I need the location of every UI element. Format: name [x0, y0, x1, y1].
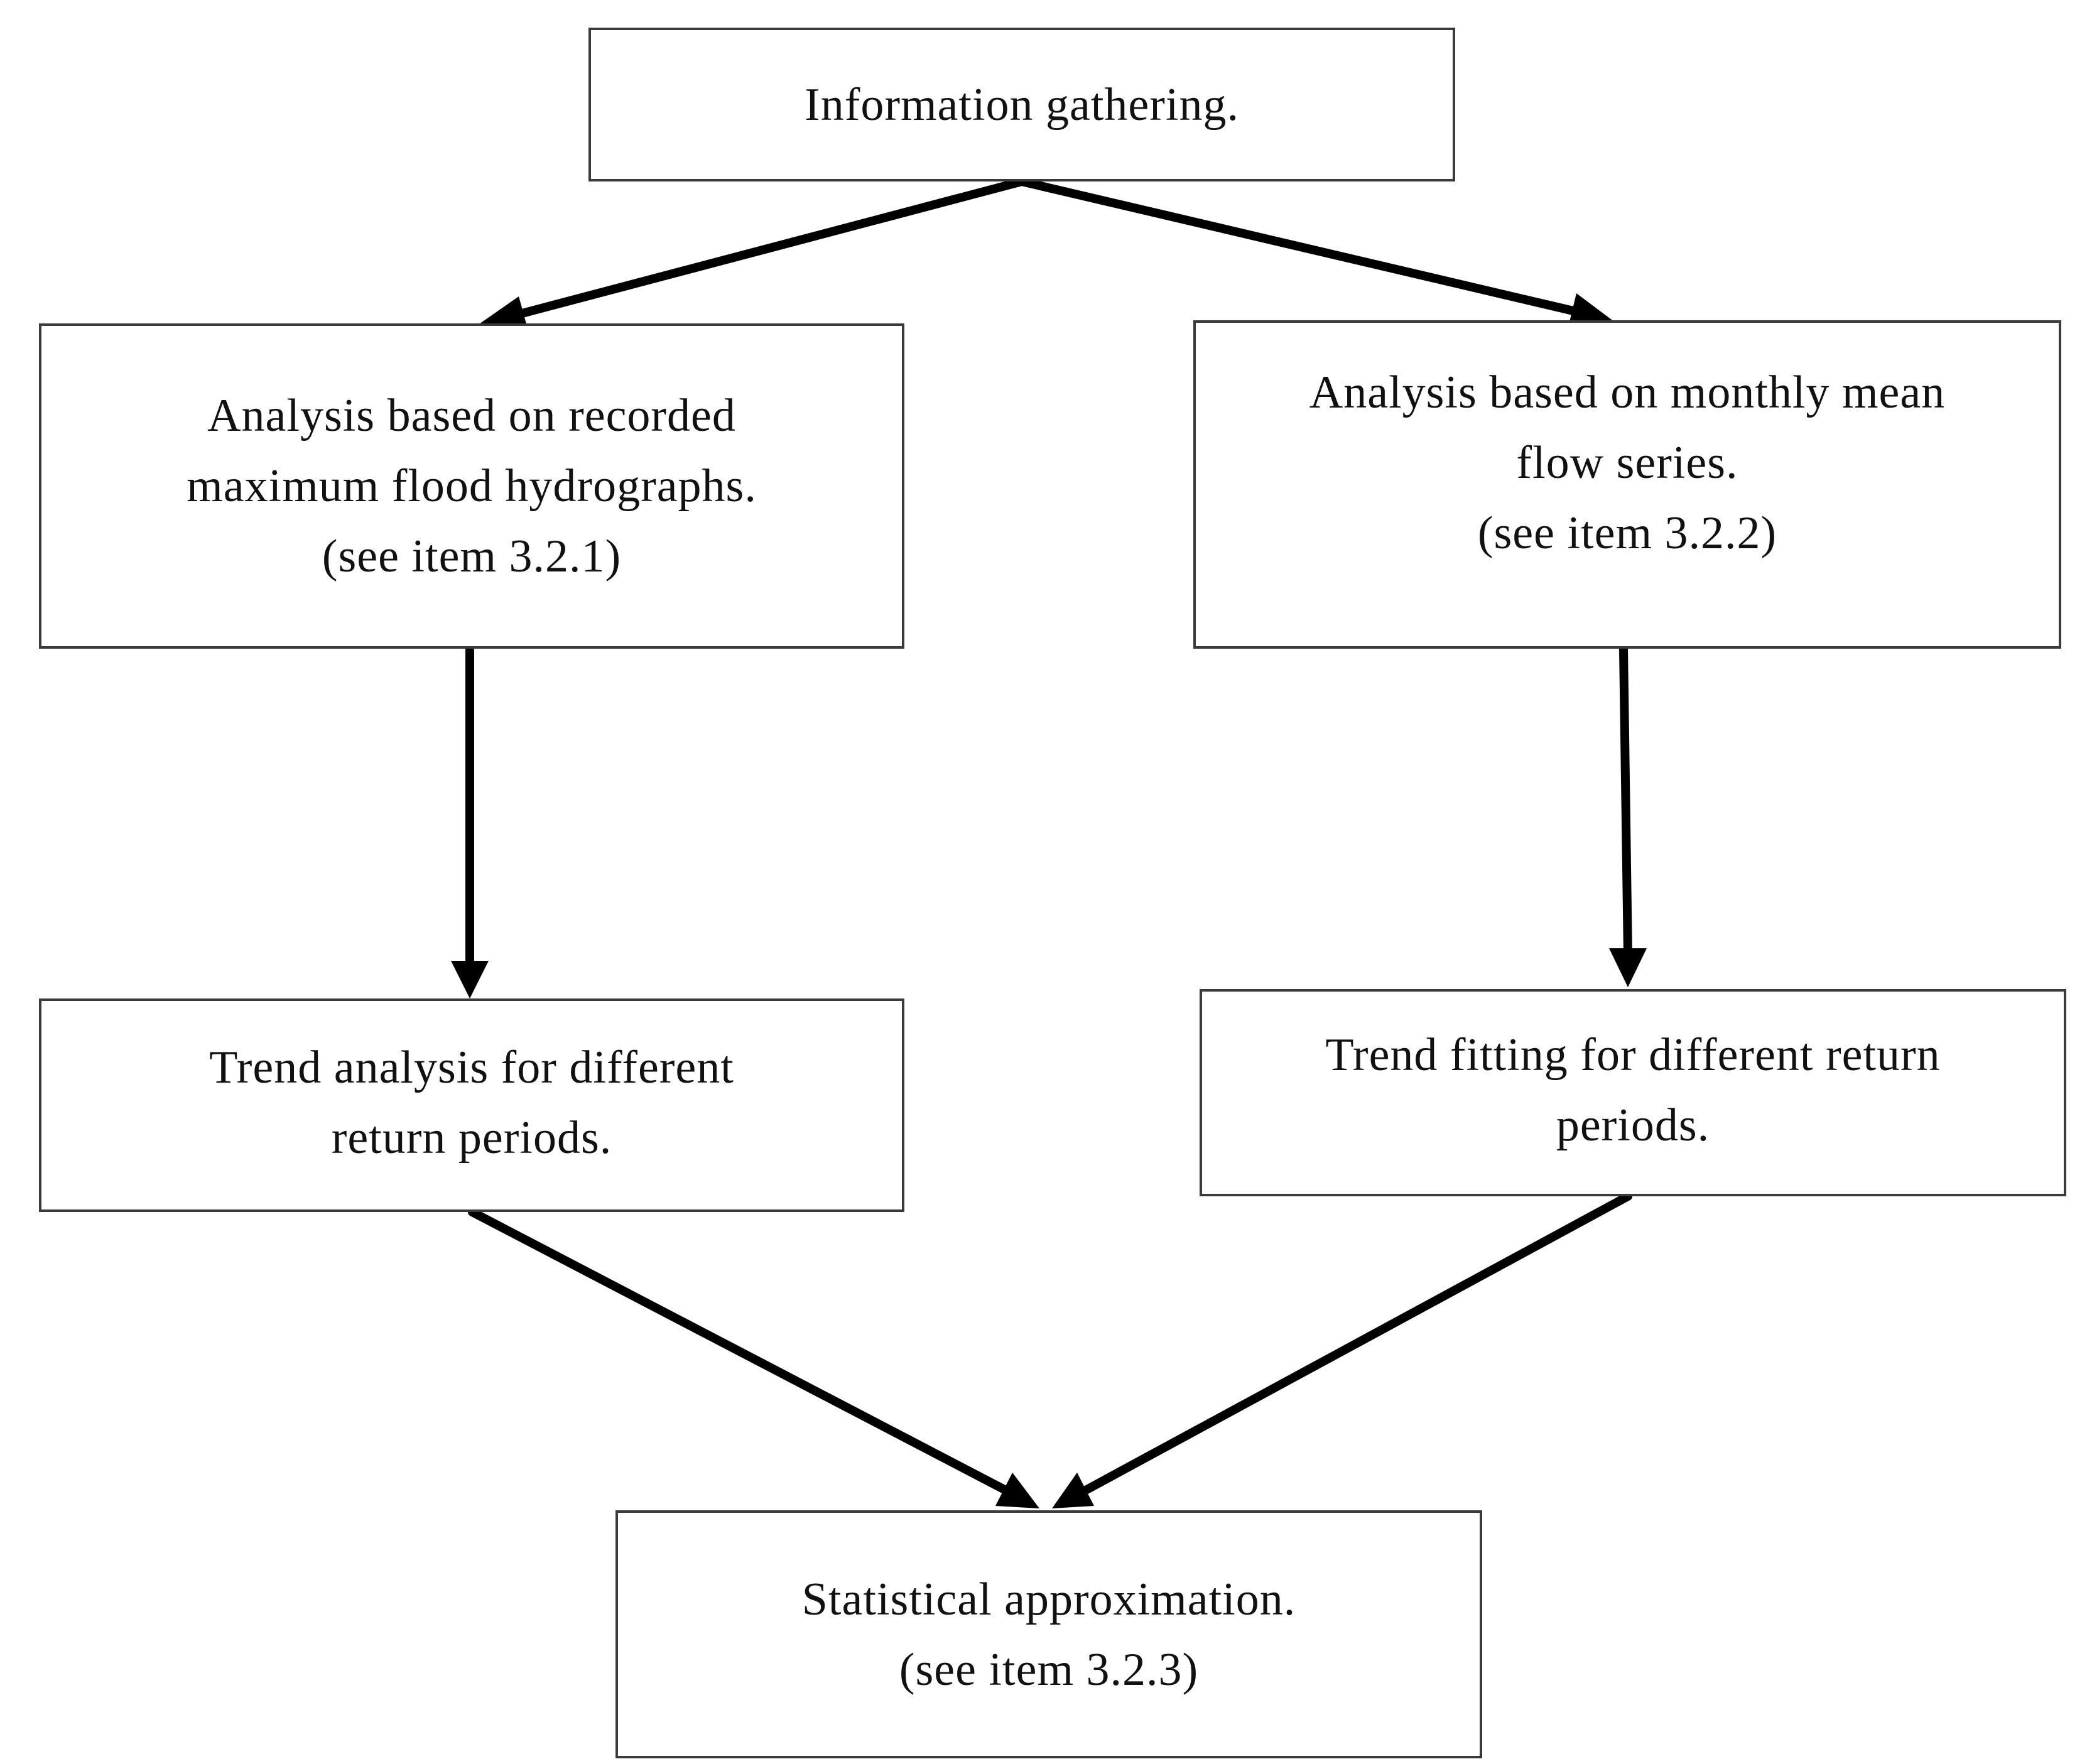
node-reference: (see item 3.2.2)	[1477, 507, 1777, 559]
node-analysis-maximum-flood: Analysis based on recorded maximum flood…	[39, 323, 904, 649]
arrow-maxflood-to-trend1	[451, 644, 489, 998]
node-text: Statistical approximation.	[801, 1573, 1296, 1625]
node-text: periods.	[1556, 1100, 1710, 1151]
node-text: Information gathering.	[805, 78, 1239, 131]
node-trend-fitting: Trend fitting for different return perio…	[1200, 989, 2066, 1196]
node-text: maximum flood hydrographs.	[187, 460, 757, 512]
node-analysis-monthly-mean-flow: Analysis based on monthly mean flow seri…	[1193, 320, 2061, 649]
node-reference: (see item 3.2.1)	[322, 531, 622, 582]
node-text: Analysis based on recorded	[207, 390, 736, 441]
arrow-trend1-to-stat	[468, 1208, 1039, 1508]
arrow-info-to-monthly	[1017, 177, 1614, 330]
node-text: Trend analysis for different	[209, 1042, 734, 1093]
node-text: return periods.	[331, 1112, 612, 1164]
node-text: Trend fitting for different return	[1325, 1029, 1941, 1081]
node-text: Analysis based on monthly mean	[1309, 367, 1946, 418]
node-trend-analysis: Trend analysis for different return peri…	[39, 998, 904, 1212]
arrow-info-to-maxflood	[477, 177, 1026, 333]
node-text: flow series.	[1516, 437, 1738, 489]
arrow-trend2-to-stat	[1052, 1192, 1632, 1508]
node-information-gathering: Information gathering.	[588, 28, 1455, 181]
arrow-monthly-to-trend2	[1609, 644, 1647, 987]
node-reference: (see item 3.2.3)	[899, 1643, 1199, 1696]
node-statistical-approximation: Statistical approximation. (see item 3.2…	[615, 1510, 1482, 1758]
